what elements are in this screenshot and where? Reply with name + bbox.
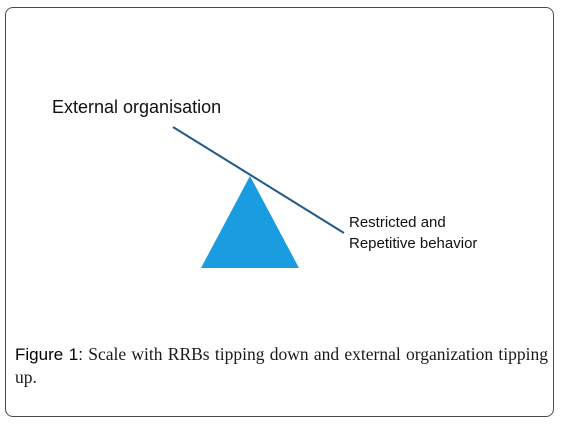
figure-caption-text: Scale with RRBs tipping down and externa…: [15, 344, 549, 387]
rrb-label: Restricted and Repetitive behavior: [349, 212, 477, 254]
external-organisation-label: External organisation: [52, 97, 222, 117]
rrb-label-line-1: Restricted and: [349, 214, 446, 231]
figure-caption-label: Figure 1:: [15, 345, 83, 364]
fulcrum-triangle: [201, 176, 299, 268]
figure-frame: [5, 7, 554, 417]
figure-caption: Figure 1: Scale with RRBs tipping down a…: [15, 343, 548, 389]
scale-beam: [172, 126, 345, 234]
rrb-label-line-2: Repetitive behavior: [349, 235, 478, 252]
